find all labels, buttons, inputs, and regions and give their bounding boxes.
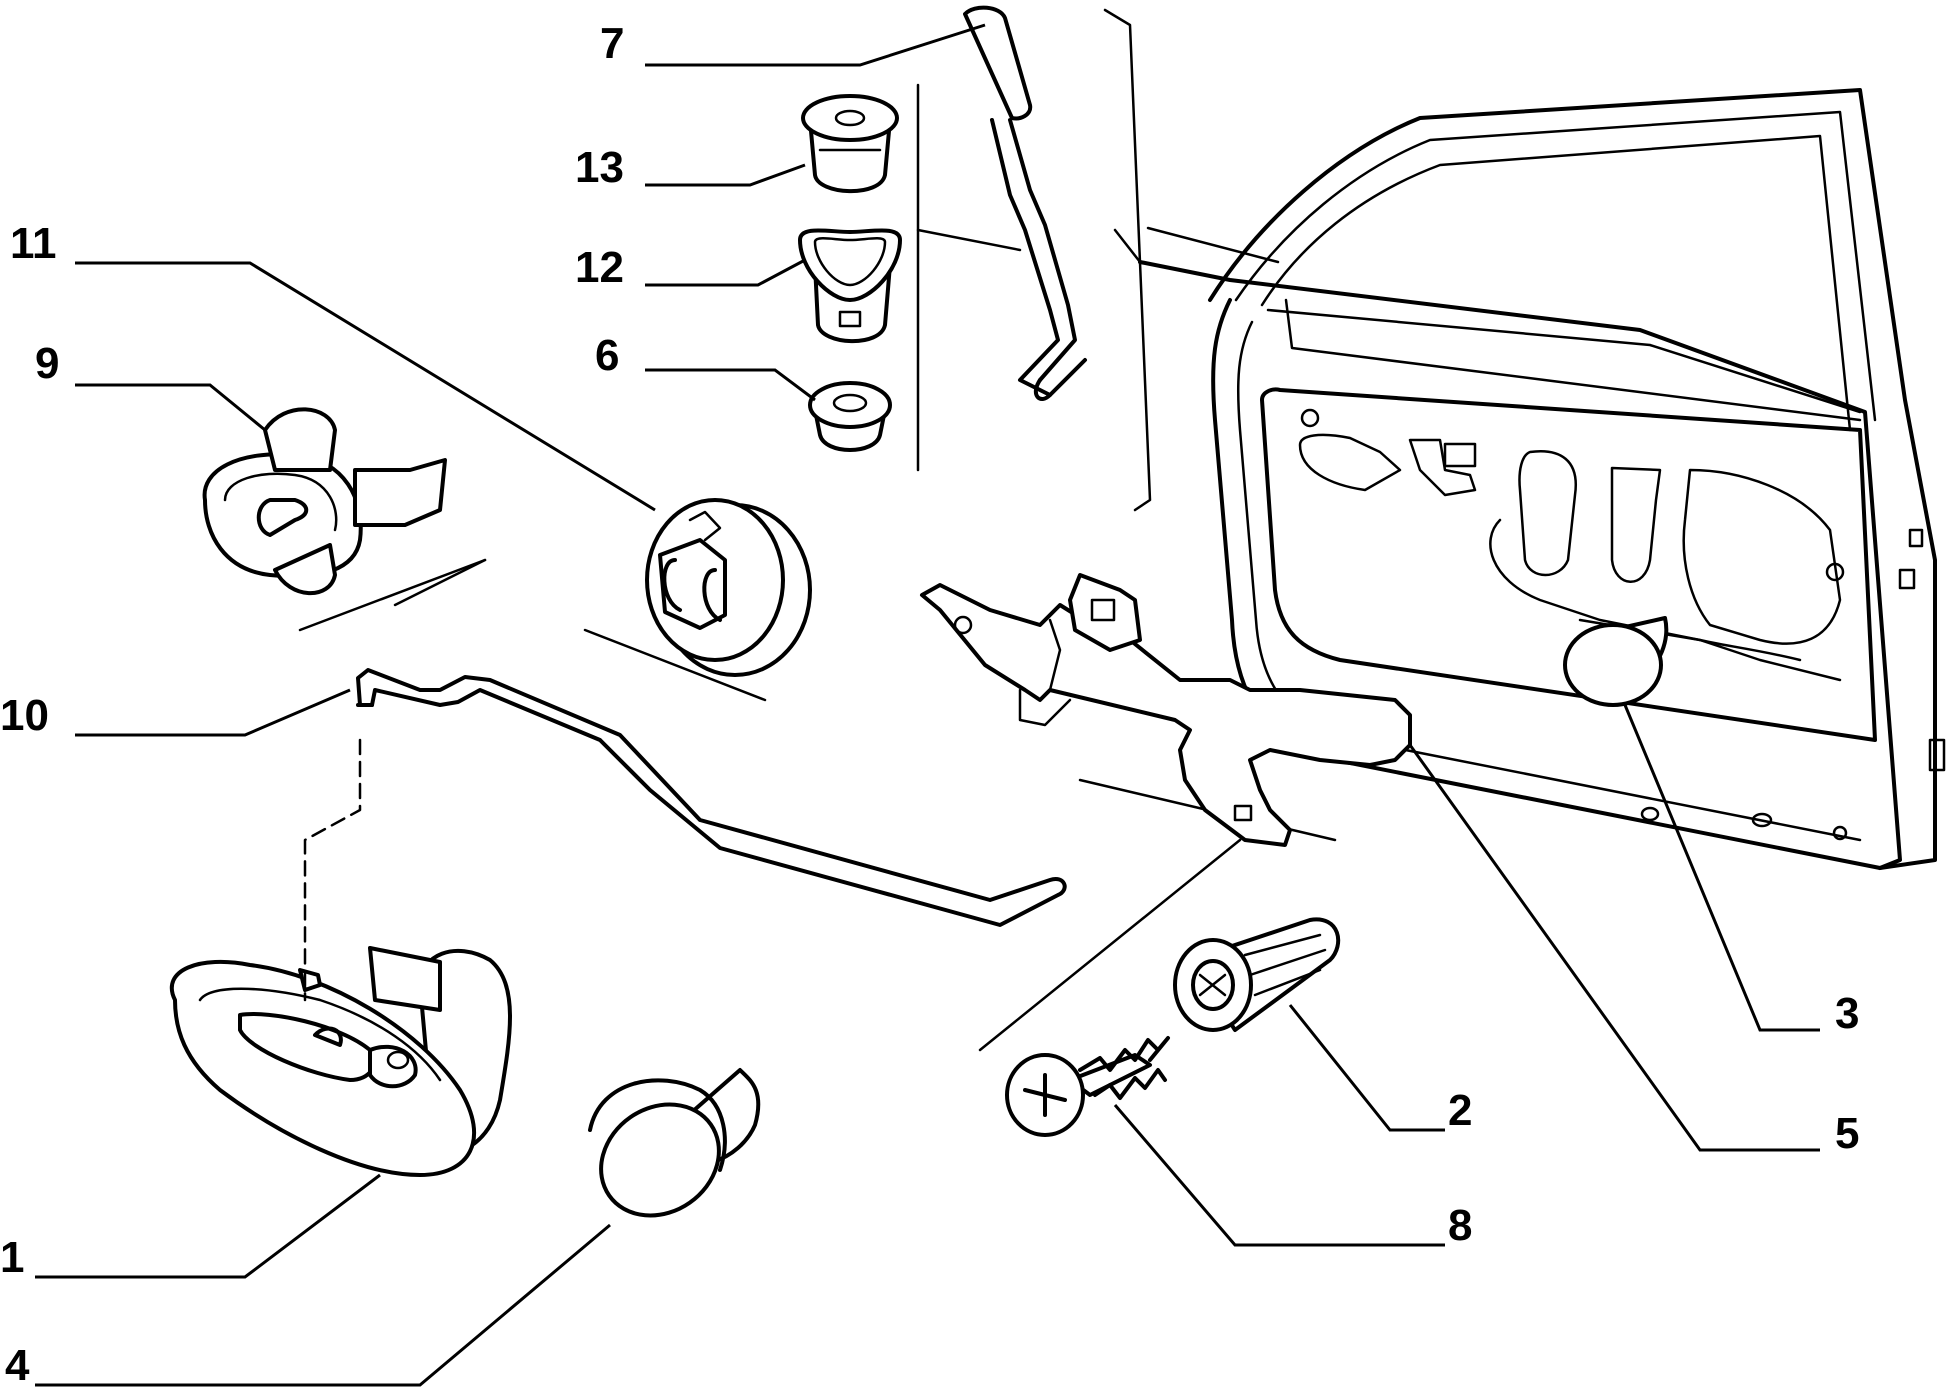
leader-5 [1408,744,1820,1152]
callout-6: 6 [595,331,619,380]
part-2-cone-nut [1173,917,1341,1032]
leader-4 [35,1223,611,1387]
part-12-grommet [798,228,902,344]
part-3-plug [1563,616,1669,707]
callout-4: 4 [5,1341,30,1390]
leader-8 [1113,1104,1445,1247]
callout-13: 13 [575,143,624,192]
callout-5: 5 [1835,1109,1859,1158]
leader-1 [35,1173,381,1279]
part-11-rod-holder [645,498,812,677]
callout-labels: 7 13 12 6 11 9 10 1 4 3 5 2 8 [0,19,1859,1390]
leader-12 [645,258,806,287]
leader-7 [645,23,986,67]
part-5-bracket [920,573,1412,847]
part-7-crank-rod [963,5,1087,401]
part-4-cap [588,1068,761,1218]
leader-3 [1623,704,1820,1032]
leader-lines [35,23,1820,1387]
part-8-screw [1005,1036,1170,1137]
callout-2: 2 [1448,1086,1472,1135]
callout-3: 3 [1835,989,1859,1038]
part-9-clip [202,407,447,596]
callout-12: 12 [575,243,624,292]
leader-11 [75,261,656,512]
assembly-guide-2 [978,838,1242,1052]
leader-2 [1288,1004,1445,1132]
part-10-long-rod [356,668,1067,927]
leader-9 [75,383,266,432]
assembly-guide-1 [303,738,362,1002]
callout-9: 9 [35,339,59,388]
callout-1: 1 [0,1233,24,1282]
part-13-grommet [801,94,899,194]
leader-6 [645,368,816,402]
door-panel [1138,88,1946,870]
leader-13 [645,163,806,187]
part-1-door-handle [169,946,512,1177]
leader-10 [75,688,351,737]
part-6-grommet [808,381,892,452]
callout-11: 11 [10,219,57,268]
callout-10: 10 [0,691,49,740]
callout-7: 7 [600,19,624,68]
callout-8: 8 [1448,1201,1472,1250]
